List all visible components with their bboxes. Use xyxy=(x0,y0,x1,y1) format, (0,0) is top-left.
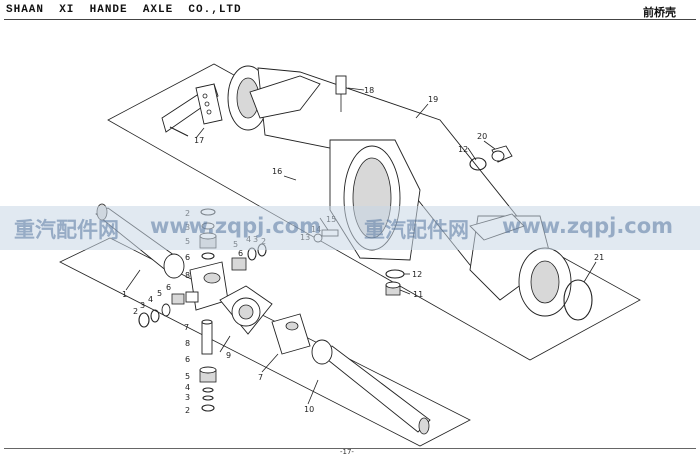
part-21-gasket xyxy=(563,279,593,321)
kingpin-lower-stack xyxy=(199,366,217,412)
callout-21: 21 xyxy=(594,253,604,262)
part-11-drain-plug xyxy=(385,281,401,296)
watermark-url-right: www.zqpj.com xyxy=(502,214,674,238)
part-8-kingpin xyxy=(201,319,213,355)
part-9-universal-joint xyxy=(219,285,273,335)
callout-12-upper: 12 xyxy=(458,145,468,154)
callout-5-left: 5 xyxy=(157,289,162,298)
callout-10: 10 xyxy=(304,405,314,414)
callout-18: 18 xyxy=(364,86,374,95)
callout-6-right: 6 xyxy=(238,249,243,258)
part-12-o-ring-lower xyxy=(385,269,405,279)
part-12-o-ring-upper xyxy=(469,157,487,171)
callout-8-lower: 8 xyxy=(185,339,190,348)
callout-16: 16 xyxy=(272,167,282,176)
callout-6-lower: 6 xyxy=(185,355,190,364)
diagram-frame xyxy=(107,63,641,361)
part-19-axle-housing xyxy=(227,65,572,317)
left-washer-stack xyxy=(138,293,185,328)
watermark-url-left: www.zqpj.com xyxy=(150,214,322,238)
callout-11: 11 xyxy=(413,290,423,299)
callout-2-left: 2 xyxy=(133,307,138,316)
watermark-cn-right: 重汽配件网 xyxy=(364,218,469,242)
page-number: -17- xyxy=(340,448,354,456)
watermark-cn-left: 重汽配件网 xyxy=(14,218,119,242)
callout-8-top: 8 xyxy=(185,271,190,280)
callout-7-right: 7 xyxy=(258,373,263,382)
callout-5-lower: 5 xyxy=(185,372,190,381)
part-17-bracket xyxy=(161,83,223,137)
callout-20: 20 xyxy=(477,132,487,141)
callout-6-left: 6 xyxy=(166,283,171,292)
callout-1: 1 xyxy=(122,290,127,299)
callout-3-left: 3 xyxy=(140,301,145,310)
callout-6-top: 6 xyxy=(185,253,190,262)
leader-lines xyxy=(125,87,597,405)
part-20-plug xyxy=(491,145,513,163)
callout-19: 19 xyxy=(428,95,438,104)
part-10-outer-axle xyxy=(311,339,431,435)
callout-17: 17 xyxy=(194,136,204,145)
part-7-knuckle xyxy=(185,261,229,311)
document-title: 前桥壳 xyxy=(643,6,676,19)
callout-4-lower: 4 xyxy=(185,383,190,392)
company-name: SHAAN XI HANDE AXLE CO.,LTD xyxy=(6,4,242,16)
part-7-knuckle-right xyxy=(271,313,311,355)
callout-2-lower: 2 xyxy=(185,406,190,415)
callout-7-left: 7 xyxy=(184,323,189,332)
header-divider xyxy=(4,19,696,20)
callout-9: 9 xyxy=(226,351,231,360)
callout-4-left: 4 xyxy=(148,295,153,304)
watermark-band xyxy=(0,206,700,250)
footer-divider xyxy=(4,448,696,449)
callout-12-lower: 12 xyxy=(412,270,422,279)
callout-3-lower: 3 xyxy=(185,393,190,402)
